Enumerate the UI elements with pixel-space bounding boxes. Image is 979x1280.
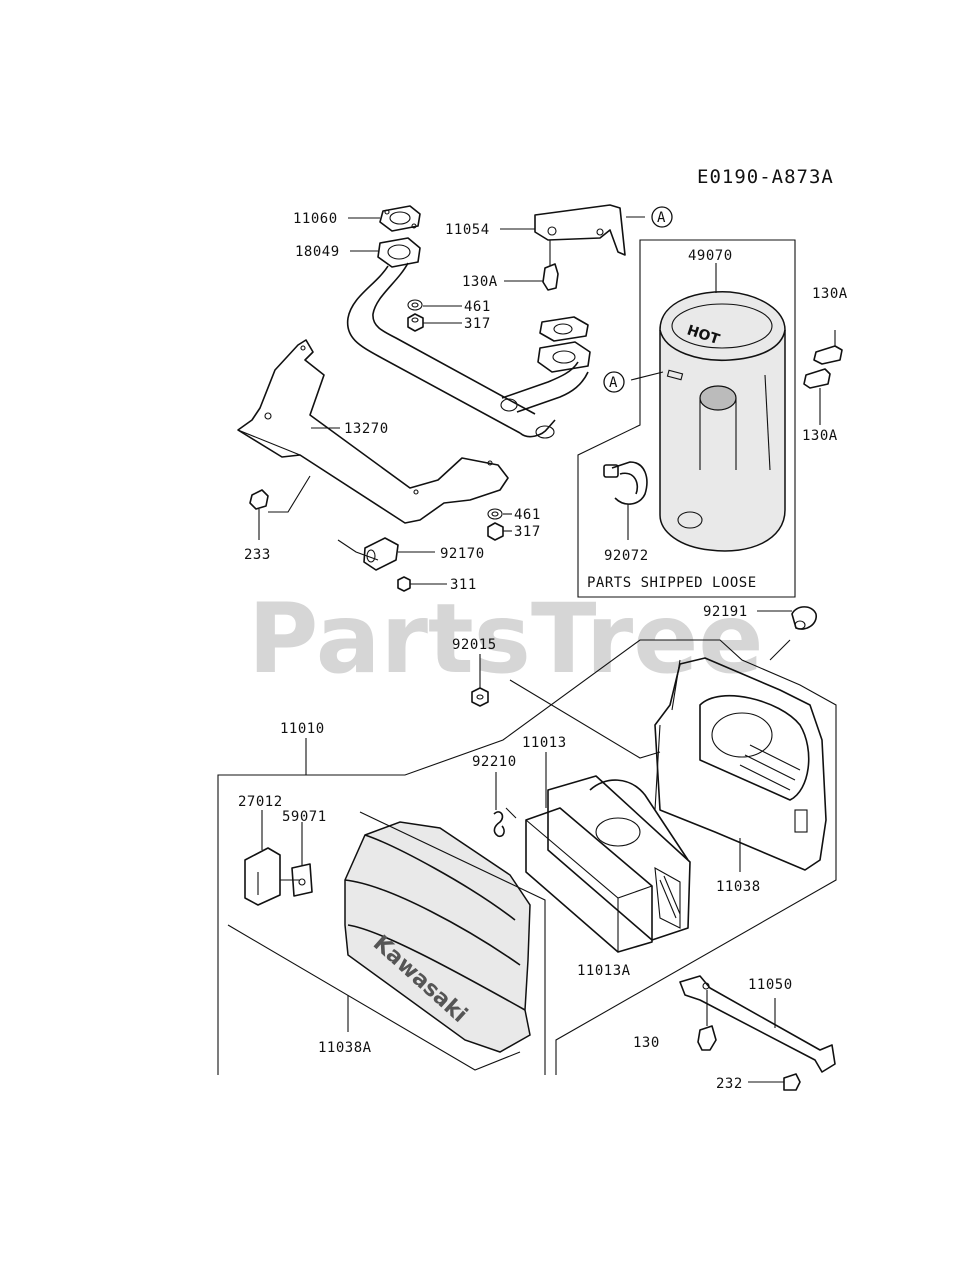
leader-lines [227,216,792,1083]
muffler-49070[interactable]: HOT [659,291,786,552]
loose-parts-box [577,239,796,598]
label-311: 311 [450,577,477,593]
heat-shield-13270[interactable] [237,339,509,524]
label-27012: 27012 [238,794,283,810]
label-11038: 11038 [716,879,761,895]
label-92210: 92210 [472,754,517,770]
diagram-code: E0190-A873A [697,166,834,188]
bolt-130A-right2[interactable] [803,368,831,425]
base-11038[interactable] [654,657,827,871]
label-130A-r2: 130A [802,428,838,444]
bolt-130[interactable] [697,990,717,1051]
ref-a-top: A [651,206,673,228]
label-130: 130 [633,1035,660,1051]
bolt-233[interactable] [249,489,269,516]
label-233: 233 [244,547,271,563]
clamp-92072[interactable] [603,461,648,505]
loose-note: PARTS SHIPPED LOOSE [587,575,757,591]
washer-461-upper[interactable] [407,299,423,311]
label-232: 232 [716,1076,743,1092]
screw-232[interactable] [783,1073,801,1091]
gasket-right [539,316,589,342]
prefilter-11013A[interactable] [525,807,653,953]
bracket-11054[interactable] [534,204,626,256]
washer-461-lower[interactable] [487,508,503,520]
pipe-flange-right [537,341,591,373]
label-11013: 11013 [522,735,567,751]
cover-11038A[interactable]: Kawasaki [344,821,531,1053]
air-cleaner-boundary [217,639,837,1075]
filter-11013[interactable] [547,775,691,941]
label-11054: 11054 [445,222,490,238]
clip-92210[interactable] [493,811,505,838]
nut-317-lower[interactable] [487,522,504,541]
exhaust-pipe-18049[interactable] [346,237,589,439]
bolt-130A-right1[interactable] [813,330,843,365]
label-11010: 11010 [280,721,325,737]
label-11060: 11060 [293,211,338,227]
label-13270: 13270 [344,421,389,437]
pin-59071[interactable] [291,863,313,897]
gasket-11060[interactable] [379,205,421,232]
label-130A-r1: 130A [812,286,848,302]
label-92191: 92191 [703,604,748,620]
label-92170: 92170 [440,546,485,562]
label-92072: 92072 [604,548,649,564]
grommet-92191[interactable] [791,606,817,630]
label-59071: 59071 [282,809,327,825]
label-461-lower: 461 [514,507,541,523]
bracket-11050[interactable] [679,975,836,1073]
label-18049: 18049 [295,244,340,260]
svg-text:A: A [609,375,618,391]
label-11013A: 11013A [577,963,631,979]
ref-a-mid: A [603,371,625,393]
label-130A-top: 130A [462,274,498,290]
label-317-lower: 317 [514,524,541,540]
label-92015: 92015 [452,637,497,653]
latch-27012[interactable] [244,847,281,906]
label-317-upper: 317 [464,316,491,332]
label-461-upper: 461 [464,299,491,315]
nut-311[interactable] [397,576,411,592]
label-49070: 49070 [688,248,733,264]
bolt-130A-top[interactable] [542,240,559,291]
nut-317-upper[interactable] [407,313,424,332]
svg-text:A: A [657,210,666,226]
watermark: PartsTree [248,583,763,695]
label-11050: 11050 [748,977,793,993]
label-11038A: 11038A [318,1040,372,1056]
spacer-92170[interactable] [363,537,399,571]
